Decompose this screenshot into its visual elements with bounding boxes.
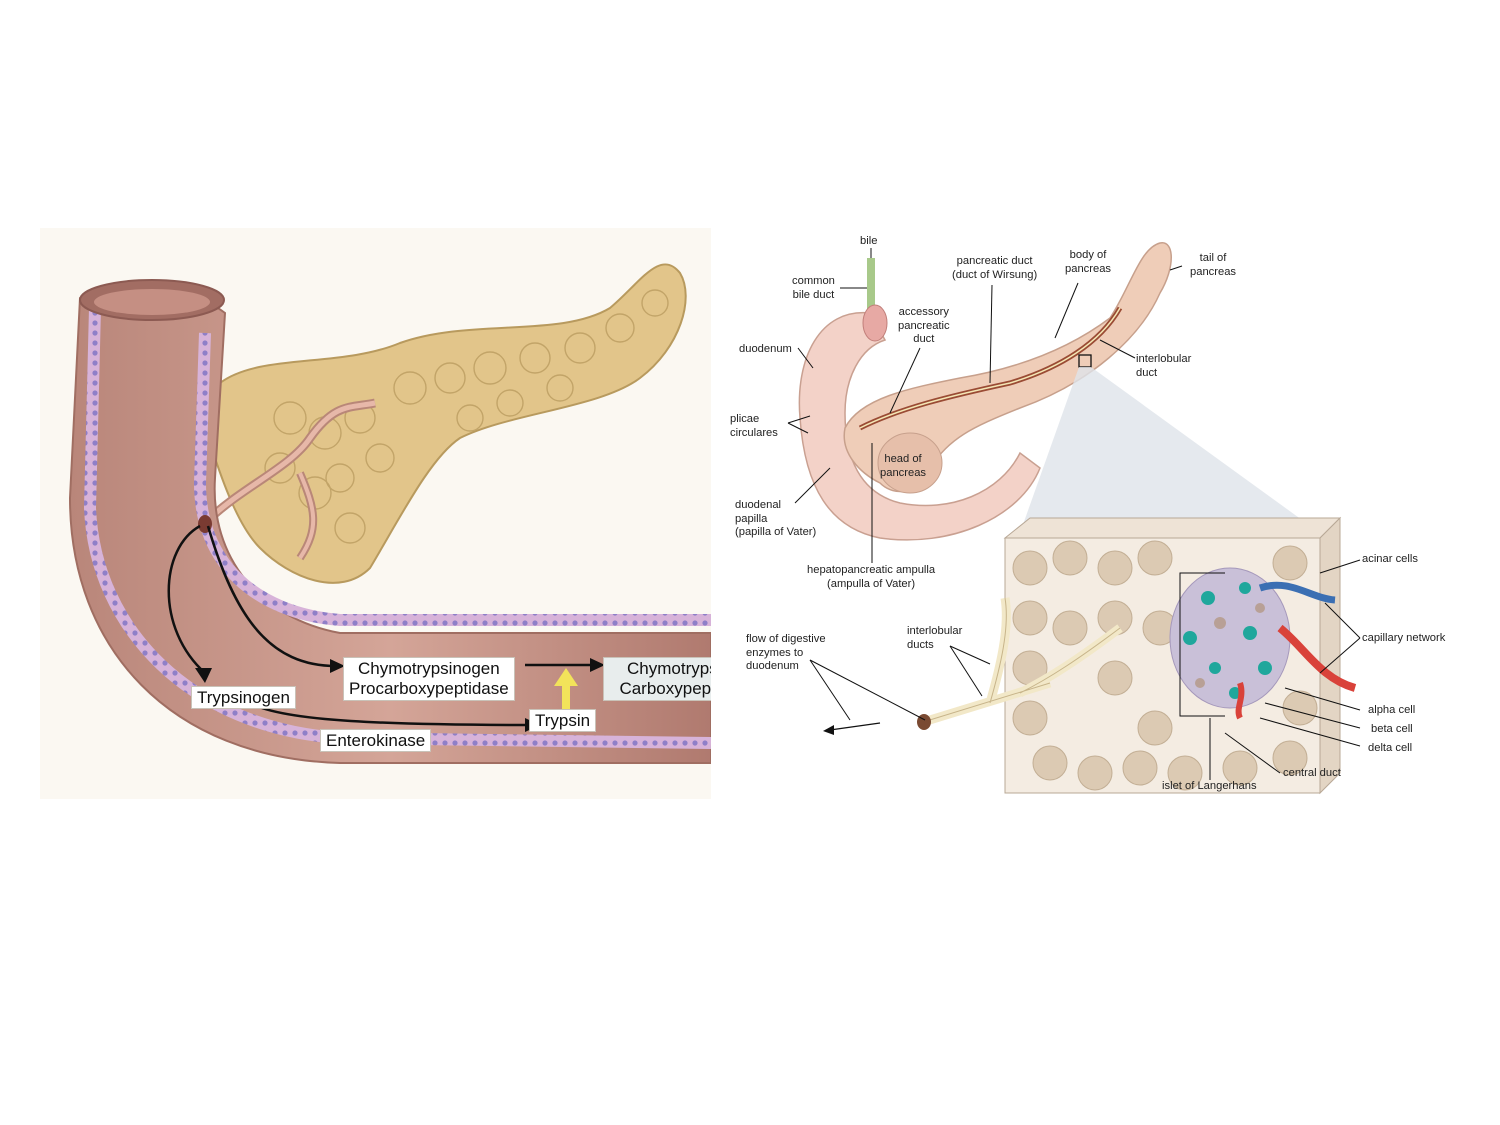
label-body-of-pancreas: body of pancreas [1065,249,1111,276]
label-line: (ampulla of Vater) [827,577,916,590]
label-line: pancreas [1065,262,1112,275]
label-bile: bile [860,235,878,247]
label-line: duct [913,333,935,345]
label-beta-cell: beta cell [1371,723,1413,735]
label-line: body of [1069,249,1107,261]
label-line: enzymes to [746,646,804,659]
label-procarboxypeptidase: Procarboxypeptidase [349,679,509,698]
label-line: duct [1136,366,1158,379]
label-trypsin: Trypsin [529,709,597,732]
label-trypsinogen: Trypsinogen [191,686,296,709]
label-head-of-pancreas: head of pancreas [880,453,926,480]
label-line: (duct of Wirsung) [952,268,1038,281]
arrow-to-chymotrypsinogen [206,525,337,668]
label-accessory-duct: accessory pancreatic duct [898,306,950,347]
label-line: accessory [898,306,949,318]
label-tail-of-pancreas: tail of pancreas [1190,252,1236,279]
label-duodenal-papilla: duodenal papilla (papilla of Vater) [735,499,816,540]
label-plicae-circulares: plicae circulares [730,413,778,440]
label-line: flow of digestive [746,633,826,645]
pancreas-anatomy-illustration [787,242,1361,795]
label-chymotrypsinogen: Chymotrypsinogen [357,659,500,678]
arrow-to-trypsinogen [167,524,206,674]
label-line: ducts [907,638,934,651]
label-line: duodenal [735,499,782,511]
label-ampulla: hepatopancreatic ampulla (ampulla of Vat… [807,564,935,591]
label-line: pancreatic [898,319,950,332]
label-interlobular-duct: interlobular duct [1136,353,1191,380]
label-line: head of [884,453,922,465]
label-line: tail of [1199,252,1227,264]
label-interlobular-ducts: interlobular ducts [907,625,962,652]
bile-duct [867,258,875,338]
label-carboxypeptidase: Carboxypeptida [619,679,711,698]
label-common-bile-duct: common bile duct [792,275,835,302]
label-line: plicae [730,413,760,425]
label-line: pancreatic duct [956,255,1033,267]
label-line: pancreas [1190,265,1237,278]
pancreas-anatomy-diagram: bile common bile duct pancreatic duct (d… [720,228,1480,808]
tissue-block [917,516,1357,795]
label-flow-of-enzymes: flow of digestive enzymes to duodenum [746,633,826,674]
label-zymogens: Chymotrypsinogen Procarboxypeptidase [343,657,515,701]
label-line: interlobular [907,625,963,637]
label-duodenum: duodenum [739,343,792,355]
label-central-duct: central duct [1283,767,1341,779]
intestine-pancreas-illustration [68,263,711,764]
label-line: duodenum [746,660,799,672]
label-delta-cell: delta cell [1368,742,1413,754]
label-line: hepatopancreatic ampulla [807,564,936,576]
label-capillary-network: capillary network [1362,632,1446,644]
label-chymotrypsin: Chymotrypsin [627,659,711,678]
enzyme-activation-diagram: Trypsinogen Chymotrypsinogen Procarboxyp… [40,228,711,799]
capillary-vein [1258,581,1336,604]
trypsin-activation-arrow [554,668,578,686]
label-enterokinase: Enterokinase [320,729,432,752]
label-line: papilla [735,512,768,525]
pancreas-shape [213,263,687,584]
label-line: circulares [730,426,778,439]
label-alpha-cell: alpha cell [1368,704,1416,716]
label-line: common [792,275,835,287]
label-line: interlobular [1136,353,1192,365]
label-pancreatic-duct: pancreatic duct (duct of Wirsung) [952,255,1037,282]
label-line: bile duct [792,288,835,301]
label-line: (papilla of Vater) [735,526,817,538]
label-acinar-cells: acinar cells [1362,553,1418,565]
label-line: pancreas [880,466,927,479]
enzyme-flow-arrow [829,722,881,731]
capillary-artery [1277,624,1357,692]
label-active-enzymes: Chymotrypsin Carboxypeptida [603,657,711,701]
duodenum-shape [798,312,1041,541]
label-islet-of-langerhans: islet of Langerhans [1162,780,1257,792]
